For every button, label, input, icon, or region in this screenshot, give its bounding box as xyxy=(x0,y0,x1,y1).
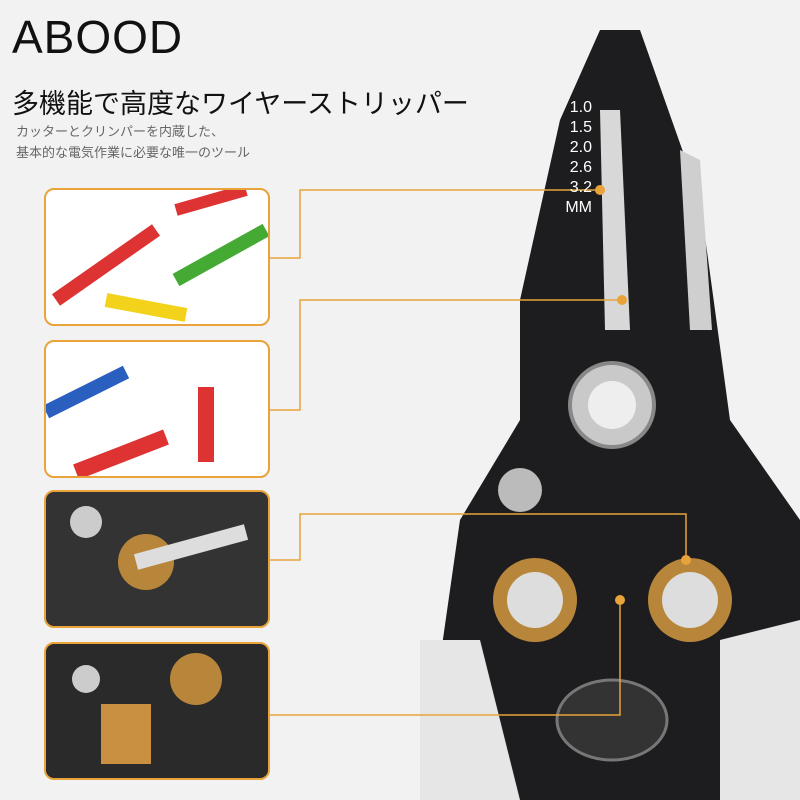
gauge-label: 2.0 xyxy=(569,139,592,156)
crimped-wires-image xyxy=(44,340,270,478)
product-subtitle: カッターとクリンパーを内蔵した、 基本的な電気作業に必要な唯一のツール xyxy=(16,122,250,164)
stripped-wires-image xyxy=(44,188,270,326)
product-title: 多機能で高度なワイヤーストリッパー xyxy=(12,89,469,120)
gauge-label: 1.0 xyxy=(569,99,592,116)
subtitle-line: 基本的な電気作業に必要な唯一のツール xyxy=(16,146,251,161)
gauge-label: 3.2 xyxy=(569,179,592,196)
gauge-label: MM xyxy=(565,199,592,216)
subtitle-line: カッターとクリンパーを内蔵した、 xyxy=(16,125,225,140)
gauge-label: 2.6 xyxy=(569,159,592,176)
brand-logo: ABOOD xyxy=(12,11,184,63)
gauge-label: 1.5 xyxy=(569,119,592,136)
crimping-closeup-image xyxy=(44,642,270,780)
wire-gauge-scale: 1.0 1.5 2.0 2.6 3.2 MM xyxy=(552,98,592,218)
stripping-closeup-image xyxy=(44,490,270,628)
